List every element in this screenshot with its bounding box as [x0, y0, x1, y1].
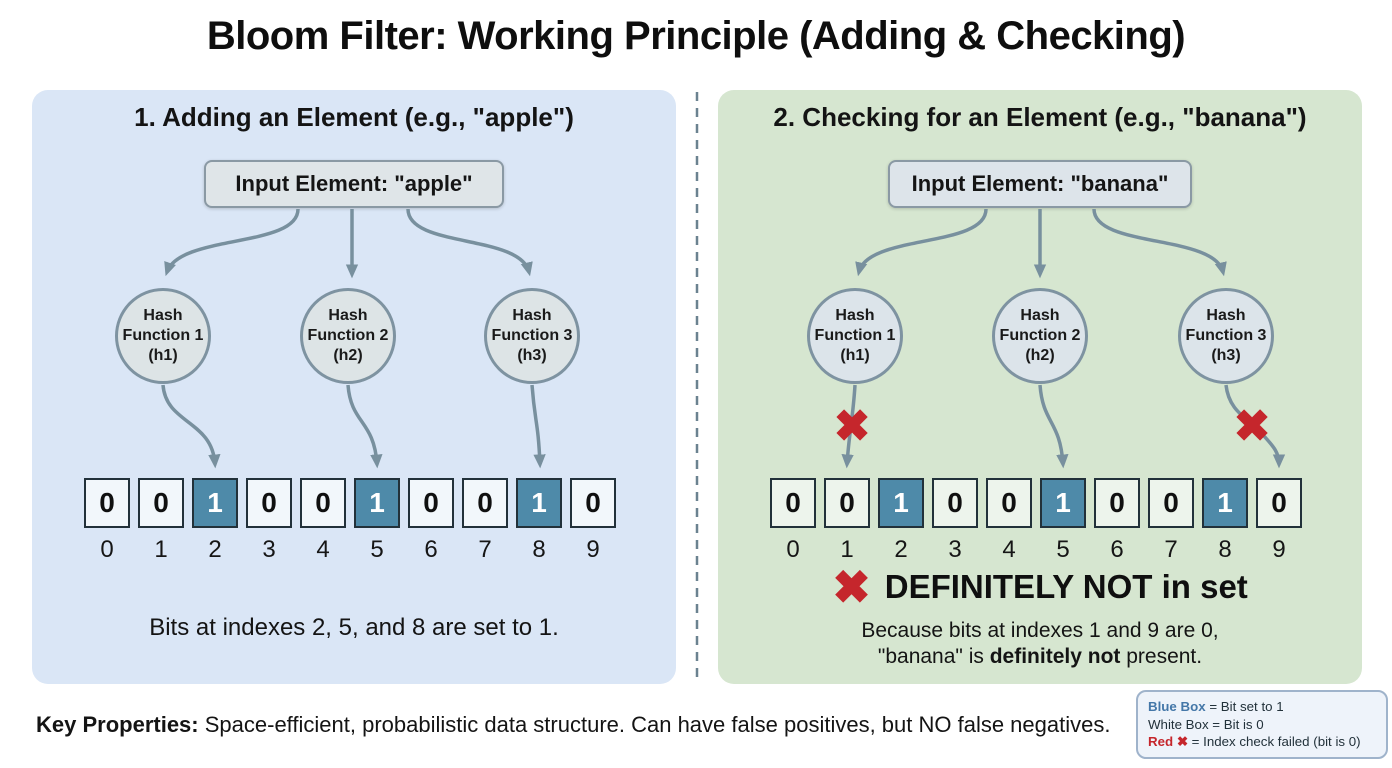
bit-index-label: 3: [948, 536, 962, 563]
bit-cell: 0: [932, 478, 978, 528]
bit-index-label: 7: [1164, 536, 1178, 563]
red-x-icon: ✖: [1233, 402, 1271, 451]
bit-index-label: 2: [208, 536, 222, 563]
bit-index-label: 5: [370, 536, 384, 563]
key-properties-label: Key Properties:: [36, 712, 199, 737]
bit-cell: 0: [462, 478, 508, 528]
legend-red-term: Red: [1148, 734, 1177, 749]
bit-cell: 1: [1040, 478, 1086, 528]
bit-index-row: 0 1 2 3 4 5 6 7 8 9: [84, 536, 616, 564]
bit-cell: 0: [408, 478, 454, 528]
bit-index-label: 6: [424, 536, 438, 563]
bit-index-label: 1: [840, 536, 854, 563]
bit-index-label: 2: [894, 536, 908, 563]
bit-cell: 1: [1202, 478, 1248, 528]
hash-function-3-node: Hash Function 3 (h3): [1178, 288, 1274, 384]
bit-index-label: 7: [478, 536, 492, 563]
bit-cell: 0: [570, 478, 616, 528]
hash-function-2-node: Hash Function 2 (h2): [992, 288, 1088, 384]
legend-blue-term: Blue Box: [1148, 699, 1206, 714]
bit-cell: 0: [824, 478, 870, 528]
bit-index-label: 8: [1218, 536, 1232, 563]
key-properties-text: Space-efficient, probabilistic data stru…: [198, 712, 1111, 737]
check-result-row: ✖ DEFINITELY NOT in set: [718, 564, 1362, 610]
legend-white-term: White Box: [1148, 716, 1209, 732]
key-properties: Key Properties: Space-efficient, probabi…: [36, 712, 1110, 738]
bit-index-label: 6: [1110, 536, 1124, 563]
bit-index-row: 0 1 2 3 4 5 6 7 8 9: [770, 536, 1302, 564]
adding-panel: 1. Adding an Element (e.g., "apple") Inp…: [32, 90, 676, 684]
checking-caption-line2-bold: definitely not: [989, 645, 1121, 668]
hash-function-1-node: Hash Function 1 (h1): [115, 288, 211, 384]
hash-function-1-node: Hash Function 1 (h1): [807, 288, 903, 384]
legend-white-text: = Bit is 0: [1208, 716, 1264, 732]
legend-blue-text: = Bit set to 1: [1205, 699, 1284, 714]
bit-index-label: 3: [262, 536, 276, 563]
bit-cell: 0: [1094, 478, 1140, 528]
legend-line-red: Red ✖ = Index check failed (bit is 0): [1148, 733, 1376, 751]
bit-cell: 0: [84, 478, 130, 528]
checking-caption-line2-post: present.: [1120, 645, 1203, 668]
bit-cell: 0: [138, 478, 184, 528]
checking-caption: Because bits at indexes 1 and 9 are 0, "…: [718, 618, 1362, 670]
bit-cell: 0: [986, 478, 1032, 528]
legend-line-white: White Box = Bit is 0: [1148, 716, 1376, 734]
checking-caption-line2-pre: "banana" is: [877, 645, 990, 668]
bit-index-label: 8: [532, 536, 546, 563]
bit-index-label: 9: [586, 536, 600, 563]
input-element-box-apple: Input Element: "apple": [204, 160, 504, 208]
bit-index-label: 4: [1002, 536, 1016, 563]
check-result-text: DEFINITELY NOT in set: [884, 568, 1248, 605]
legend-red-text: = Index check failed (bit is 0): [1187, 734, 1361, 749]
red-x-icon: ✖: [832, 561, 871, 613]
red-x-icon: ✖: [1176, 734, 1188, 749]
legend-line-blue: Blue Box = Bit set to 1: [1148, 698, 1376, 716]
checking-caption-line1: Because bits at indexes 1 and 9 are 0,: [861, 619, 1219, 642]
legend-box: Blue Box = Bit set to 1 White Box = Bit …: [1136, 690, 1388, 759]
bit-cell: 0: [300, 478, 346, 528]
adding-caption: Bits at indexes 2, 5, and 8 are set to 1…: [149, 614, 559, 641]
page-title: Bloom Filter: Working Principle (Adding …: [206, 14, 1186, 58]
bit-cell: 1: [516, 478, 562, 528]
hash-function-2-node: Hash Function 2 (h2): [300, 288, 396, 384]
input-element-box-banana: Input Element: "banana": [888, 160, 1192, 208]
checking-panel-heading: 2. Checking for an Element (e.g., "banan…: [773, 102, 1307, 132]
bit-cell: 0: [1256, 478, 1302, 528]
bit-cell: 1: [354, 478, 400, 528]
red-x-icon: ✖: [833, 402, 871, 451]
bit-index-label: 9: [1272, 536, 1286, 563]
checking-panel: 2. Checking for an Element (e.g., "banan…: [718, 90, 1362, 684]
bit-index-label: 0: [786, 536, 800, 563]
hash-function-3-node: Hash Function 3 (h3): [484, 288, 580, 384]
bit-cell: 0: [246, 478, 292, 528]
bit-cell: 0: [1148, 478, 1194, 528]
bit-cell: 1: [192, 478, 238, 528]
bit-index-label: 0: [100, 536, 114, 563]
bit-index-label: 5: [1056, 536, 1070, 563]
bit-index-label: 4: [316, 536, 330, 563]
bit-index-label: 1: [154, 536, 168, 563]
bit-cell: 1: [878, 478, 924, 528]
adding-panel-heading: 1. Adding an Element (e.g., "apple"): [134, 102, 574, 132]
bit-cell: 0: [770, 478, 816, 528]
